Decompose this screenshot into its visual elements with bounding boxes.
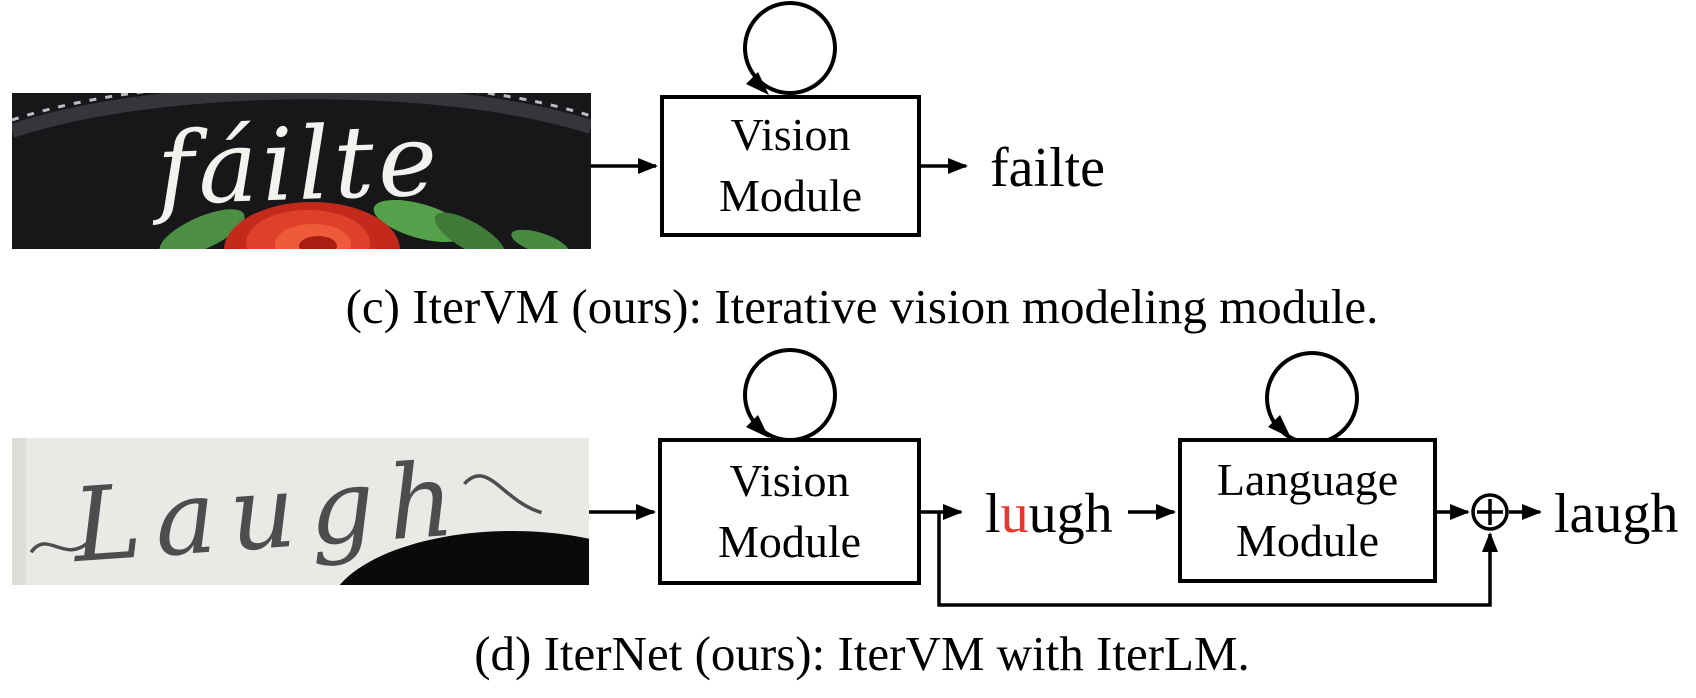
language-module-label-line2: Module (1235, 514, 1380, 566)
handwriting-flourish-tail (463, 474, 543, 515)
vision-module-label-line1: Vision (729, 454, 850, 506)
output-word-failte: failte (990, 137, 1106, 199)
rose-flower (224, 202, 400, 249)
handwriting-flourish-lead (29, 540, 90, 554)
self-loop-arrowhead-icon (746, 415, 769, 438)
intermediate-word-luugh: luugh (985, 486, 1113, 542)
output-word-laugh: laugh (1554, 483, 1679, 545)
intermediate-word-error-char: u (1000, 483, 1029, 545)
input-image-failte: fáilte (12, 93, 591, 249)
ink-blob (339, 531, 589, 585)
patch-stitching (12, 93, 591, 122)
photo-edge-shade (12, 438, 26, 585)
photo-word-laugh: Laugh (67, 440, 472, 585)
rose-leaves (159, 199, 569, 249)
self-loop-icon (743, 1, 837, 95)
vision-module-box-d: Vision Module (658, 438, 921, 585)
patch-border (12, 93, 591, 138)
circled-plus-icon (1471, 493, 1509, 531)
vision-module-box-c: Vision Module (660, 95, 921, 237)
language-module-box: Language Module (1178, 438, 1437, 583)
handwritten-word-group: Laugh (29, 440, 543, 585)
intermediate-word-suffix: ugh (1028, 483, 1113, 545)
self-loop-arrowhead-icon (1268, 415, 1291, 438)
caption-figure-c: (c) IterVM (ours): Iterative vision mode… (345, 279, 1379, 334)
self-loop-icon (743, 348, 837, 442)
self-loop-icon (1265, 351, 1359, 445)
intermediate-word-prefix: l (985, 483, 1001, 545)
photo-word-failte: fáilte (148, 101, 443, 228)
vision-module-label-line2: Module (717, 515, 862, 567)
input-image-laugh: Laugh (12, 438, 589, 585)
vision-module-label-line1: Vision (730, 109, 851, 161)
language-module-label-line1: Language (1216, 453, 1399, 505)
caption-figure-d: (d) IterNet (ours): IterVM with IterLM. (474, 626, 1250, 681)
vision-module-label-line2: Module (718, 170, 863, 221)
self-loop-arrowhead-icon (746, 72, 769, 95)
